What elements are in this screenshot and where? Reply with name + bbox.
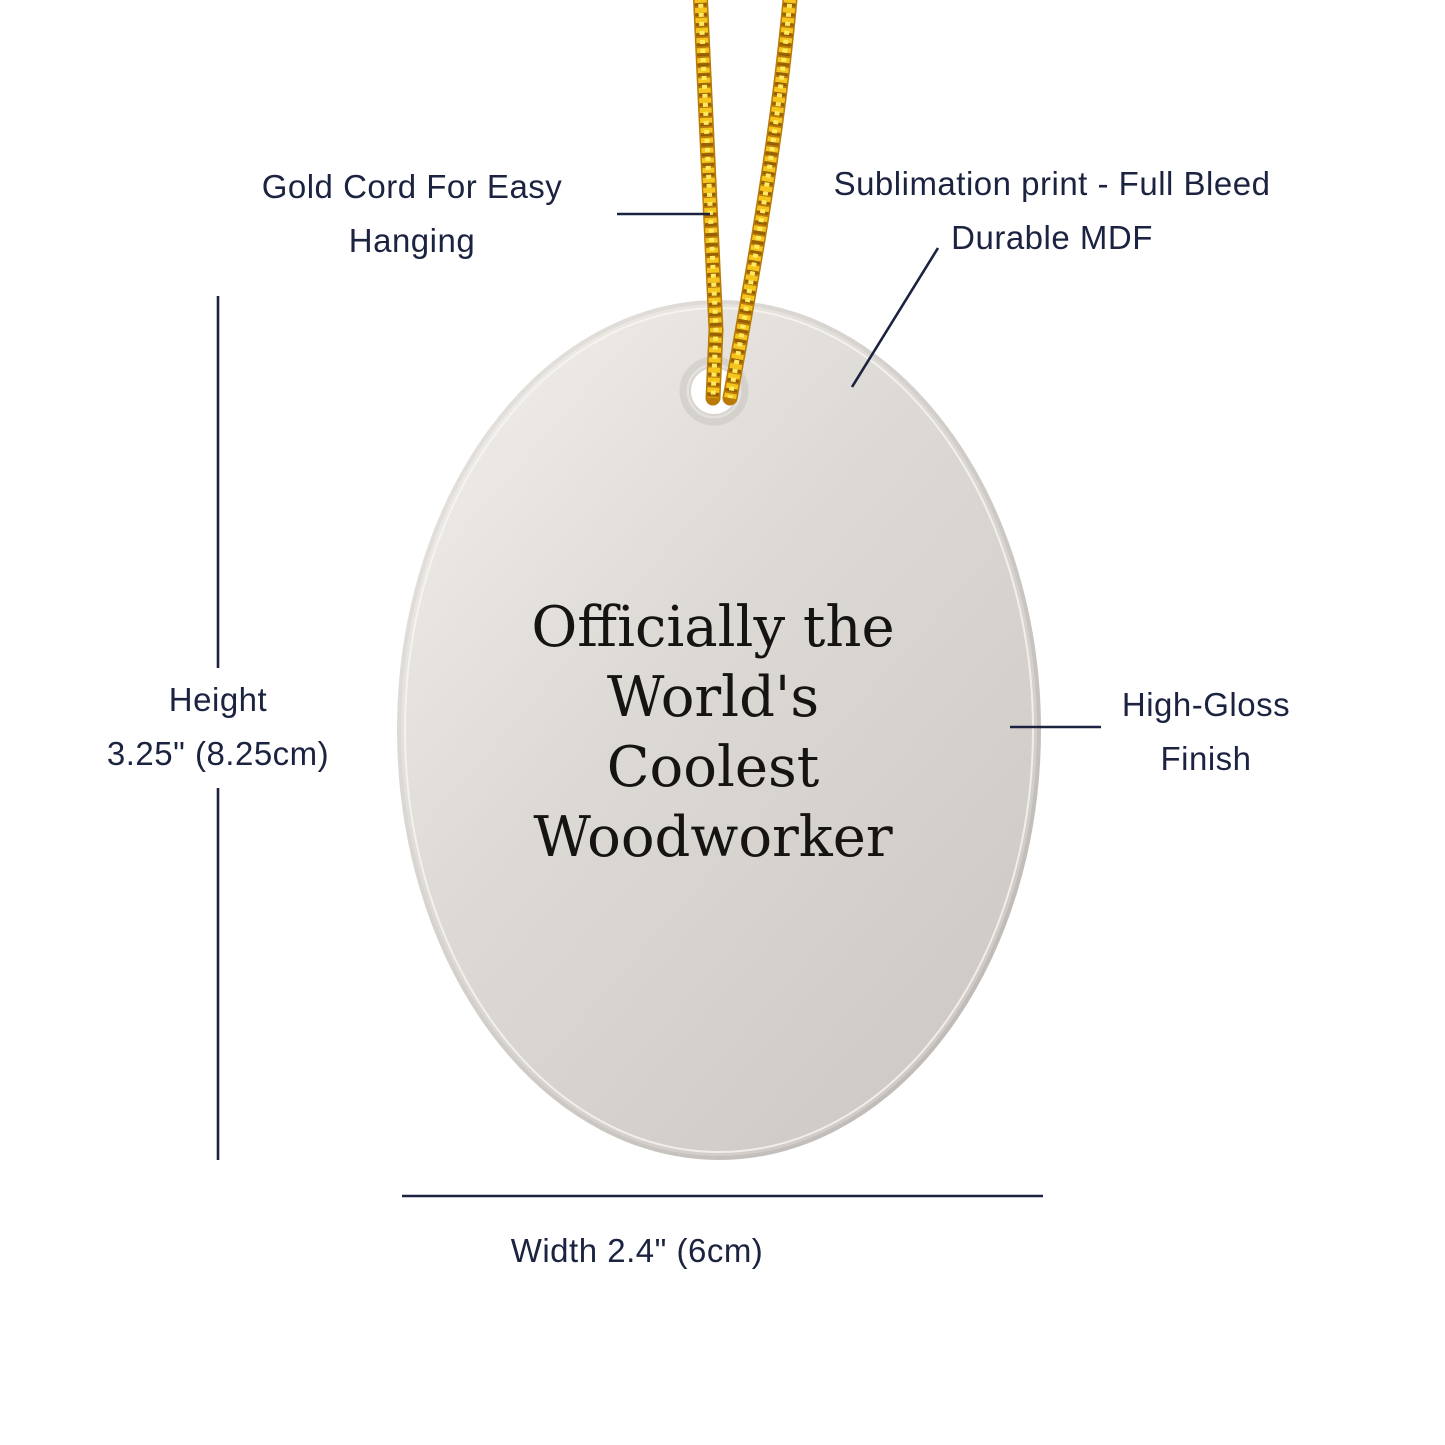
- sublimation-label-line1: Sublimation print - Full Bleed: [833, 165, 1271, 202]
- width-label: Width 2.4" (6cm): [511, 1224, 764, 1278]
- high-gloss-label: High-Gloss Finish: [1122, 678, 1290, 786]
- ornament-text-line: Woodworker: [533, 805, 893, 870]
- cord-left-strand: [693, 0, 724, 406]
- height-label-line1: Height: [168, 681, 268, 718]
- ornament-text-line: Coolest: [606, 735, 820, 800]
- gold-cord-label-line1: Gold Cord For Easy: [261, 168, 563, 205]
- height-label: Height 3.25" (8.25cm): [107, 673, 329, 781]
- sublimation-callout-line: [850, 247, 940, 388]
- high-gloss-label-line2: Finish: [1160, 740, 1252, 777]
- ornament-text-line: World's: [606, 665, 820, 730]
- ornament-printed-text: Officially the World's Coolest Woodworke…: [531, 593, 894, 873]
- gold-cord-label-line2: Hanging: [348, 222, 476, 259]
- sublimation-label: Sublimation print - Full Bleed Durable M…: [834, 157, 1271, 265]
- ornament-text-line: Officially the: [531, 595, 895, 660]
- gold-cord: [693, 0, 798, 406]
- height-label-line2: 3.25" (8.25cm): [106, 735, 330, 772]
- width-label-text: Width 2.4" (6cm): [510, 1232, 764, 1269]
- sublimation-label-line2: Durable MDF: [951, 219, 1153, 256]
- gold-cord-label: Gold Cord For Easy Hanging: [262, 160, 563, 268]
- cord-right-strand: [722, 0, 798, 406]
- high-gloss-label-line1: High-Gloss: [1121, 686, 1291, 723]
